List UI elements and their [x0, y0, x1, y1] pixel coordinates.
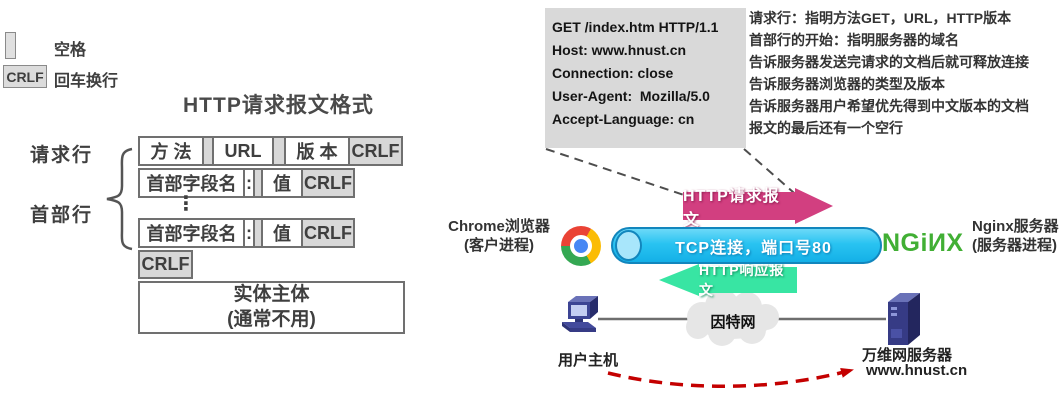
value-cell: 值	[261, 168, 303, 198]
client-label: Chrome浏览器 (客户进程)	[443, 217, 555, 255]
request-example-box: GET /index.htm HTTP/1.1 Host: www.hnust.…	[545, 8, 746, 148]
crlf-cell: CRLF	[301, 218, 355, 248]
request-arrowhead-icon	[795, 188, 833, 224]
response-arrow-label: HTTP响应报文	[699, 262, 785, 298]
response-arrow-banner: HTTP响应报文	[699, 262, 797, 298]
request-line-row: 方 法 URL 版 本 CRLF	[138, 136, 403, 166]
crlf-cell: CRLF	[301, 168, 355, 198]
crlf-legend-box: CRLF	[3, 65, 47, 88]
callout-dashed-line	[545, 148, 688, 197]
crlf-legend-label: 回车换行	[54, 73, 119, 90]
www-server-label: 万维网服务器	[862, 347, 953, 364]
trailing-crlf-cell: CRLF	[138, 250, 193, 279]
url-cell: URL	[212, 136, 274, 166]
tcp-pipe-label: TCP连接，端口号80	[675, 239, 832, 257]
annotation-line: 告诉服务器用户希望优先得到中文版本的文档	[749, 98, 1029, 114]
version-cell: 版 本	[284, 136, 350, 166]
header-field-cell: 首部字段名	[138, 168, 245, 198]
host-label: 用户主机	[558, 352, 619, 369]
space-symbol-icon	[5, 32, 16, 59]
entity-body-line1: 实体主体	[233, 283, 310, 305]
www-server-domain: www.hnust.cn	[866, 362, 968, 379]
header-field-cell: 首部字段名	[138, 218, 245, 248]
tcp-pipe: TCP连接，端口号80	[611, 227, 882, 264]
nginx-logo: NGiИX	[882, 229, 964, 257]
annotation-line: 报文的最后还有一个空行	[749, 120, 903, 136]
annotation-line: 告诉服务器发送完请求的文档后就可释放连接	[749, 54, 1029, 70]
request-line: Accept-Language: cn	[552, 111, 695, 127]
header-row: 首部字段名 : 值 CRLF	[138, 218, 355, 248]
client-role: (客户进程)	[464, 237, 534, 254]
client-name: Chrome浏览器	[448, 218, 550, 235]
www-server-icon	[888, 293, 920, 345]
request-line: Connection: close	[552, 65, 674, 81]
host-computer-icon	[562, 296, 598, 332]
request-arrow-label: HTTP请求报文	[683, 188, 780, 229]
annotations: 请求行：指明方法GET，URL，HTTP版本 首部行的开始：指明服务器的域名 告…	[749, 7, 1059, 139]
diagram-title: HTTP请求报文格式	[183, 94, 374, 117]
ellipsis: ⋮	[176, 193, 196, 215]
header-lines-label: 首部行	[30, 205, 94, 226]
value-cell: 值	[261, 218, 303, 248]
chrome-logo-center	[570, 235, 592, 257]
internet-label: 因特网	[710, 314, 756, 331]
pipe-cap-icon	[615, 230, 642, 261]
server-role: (服务器进程)	[972, 237, 1057, 254]
redirect-arc-icon	[607, 368, 854, 388]
header-row: 首部字段名 : 值 CRLF	[138, 168, 355, 198]
server-name: Nginx服务器	[972, 218, 1059, 235]
request-line: Host: www.hnust.cn	[552, 42, 687, 58]
crlf-cell: CRLF	[348, 136, 403, 166]
annotation-line: 首部行的开始：指明服务器的域名	[749, 32, 959, 48]
chrome-logo-icon	[561, 226, 601, 266]
annotation-line: 告诉服务器浏览器的类型及版本	[749, 76, 945, 92]
response-arrowhead-icon	[659, 264, 699, 296]
entity-body-line2: (通常不用)	[227, 308, 316, 330]
brace-icon	[106, 147, 133, 251]
blank-line-row: CRLF	[138, 250, 193, 279]
entity-body-box: 实体主体 (通常不用)	[138, 281, 405, 334]
server-label: Nginx服务器 (服务器进程)	[972, 217, 1060, 255]
method-cell: 方 法	[138, 136, 204, 166]
request-line: GET /index.htm HTTP/1.1	[552, 19, 719, 35]
request-line-label: 请求行	[30, 145, 94, 166]
request-arrow-banner: HTTP请求报文	[683, 188, 795, 229]
request-line: User-Agent: Mozilla/5.0	[552, 88, 710, 104]
space-legend-label: 空格	[54, 42, 87, 59]
annotation-line: 请求行：指明方法GET，URL，HTTP版本	[749, 10, 1012, 26]
